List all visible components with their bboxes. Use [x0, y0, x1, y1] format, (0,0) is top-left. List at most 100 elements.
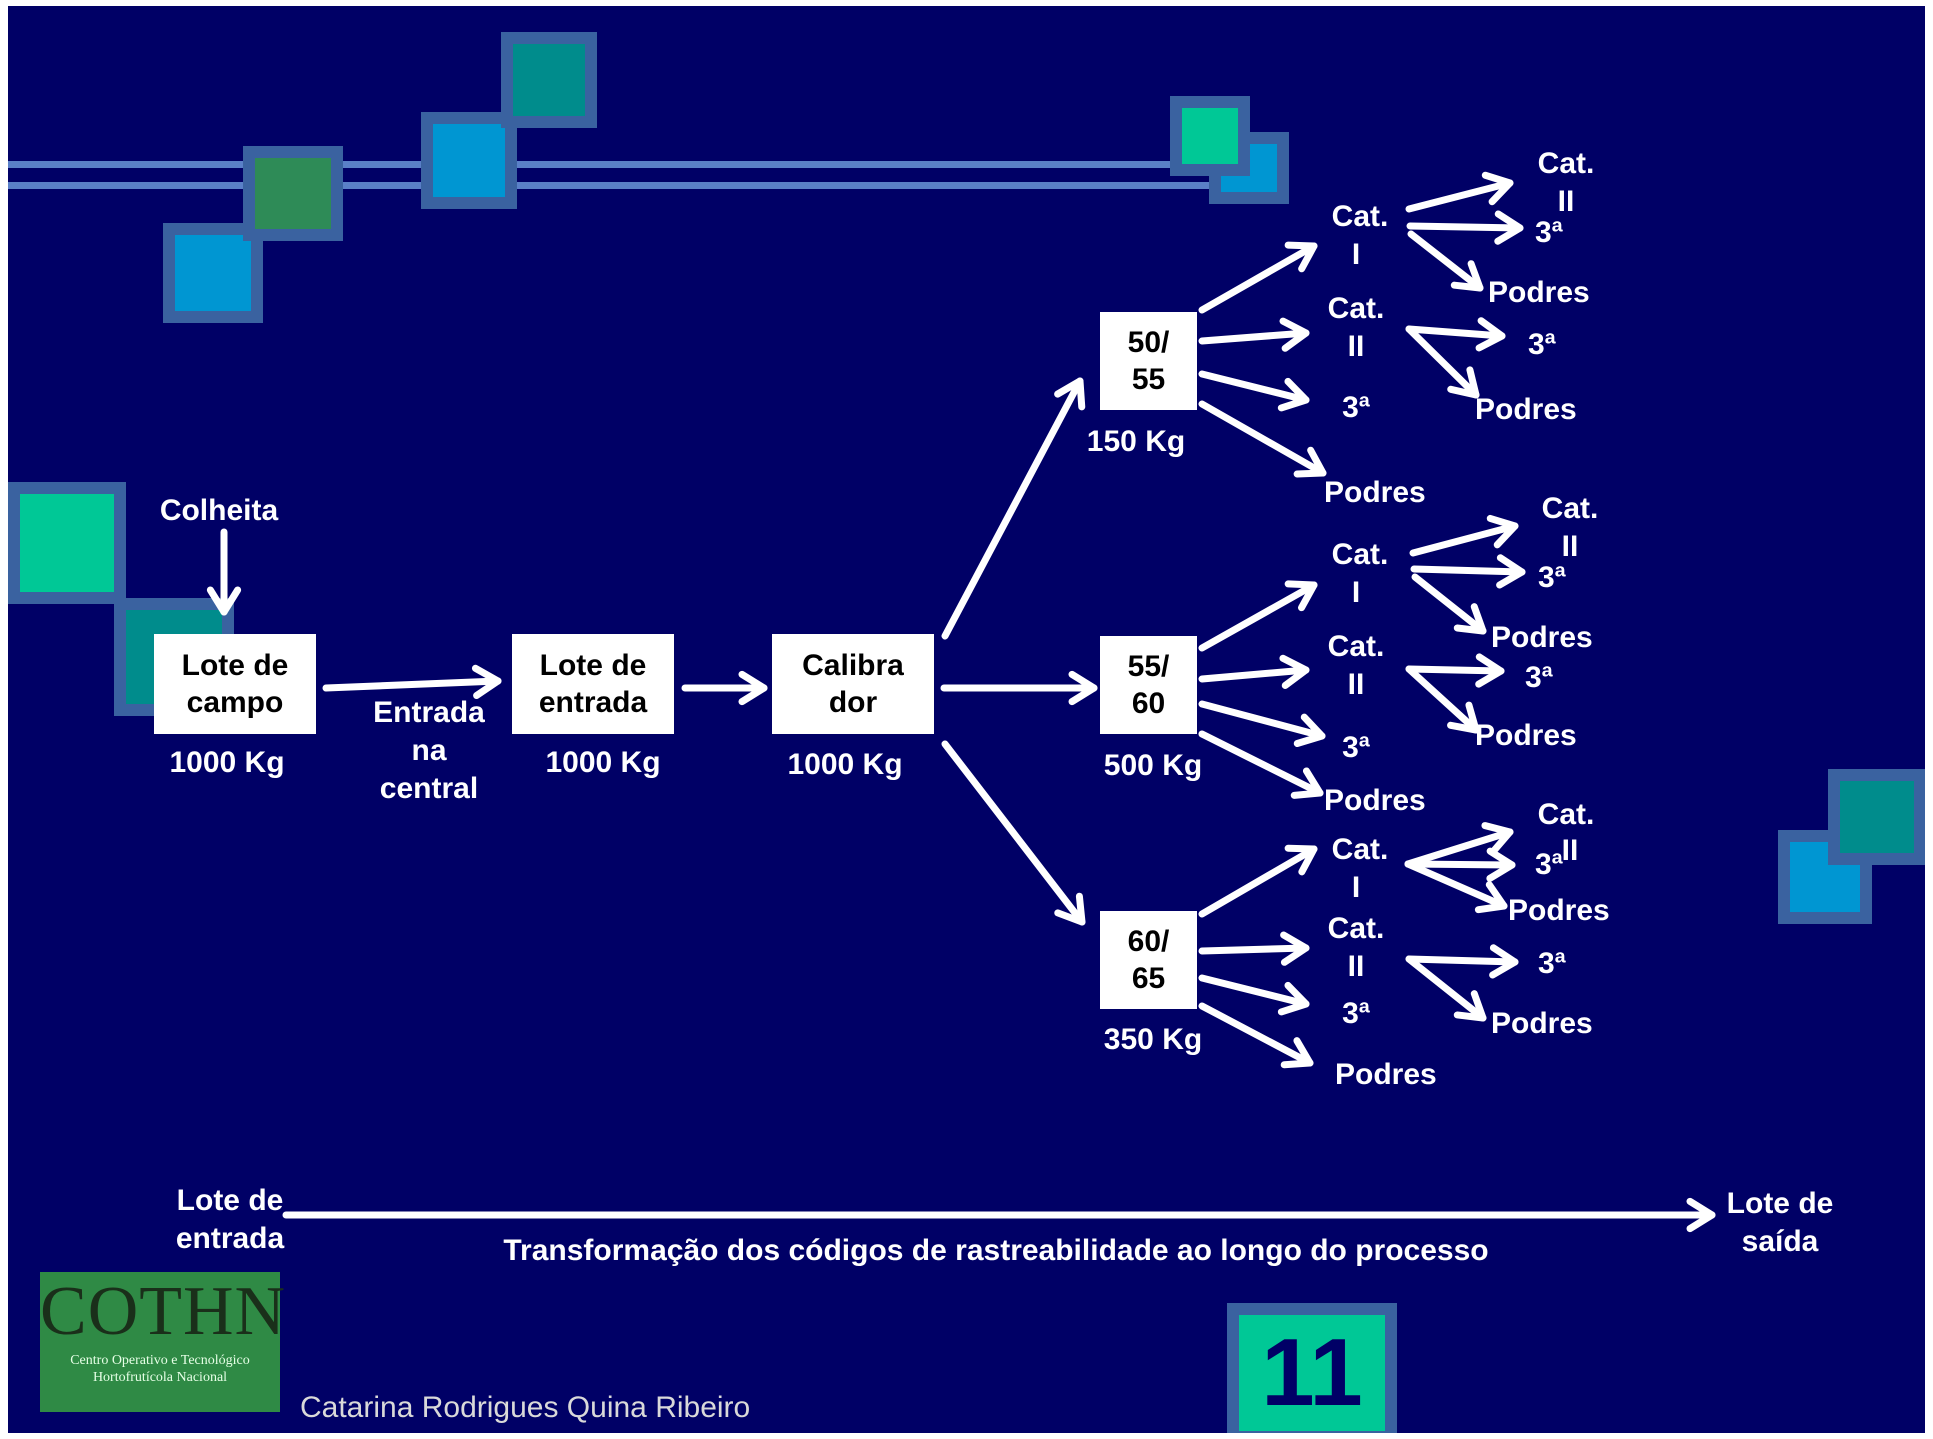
arrowhead	[1481, 822, 1514, 856]
arrowhead	[1453, 603, 1487, 635]
deco-square	[163, 223, 263, 323]
stage-box-line2: campo	[186, 686, 284, 719]
slide: Colheita Lote de campo 1000 Kg Entrada n…	[8, 6, 1925, 1433]
flow-arrow	[1198, 400, 1327, 477]
arrowhead	[1475, 317, 1506, 352]
third-label: 3ª	[1342, 391, 1370, 424]
deco-square	[243, 146, 343, 241]
cat2-label: II	[1561, 530, 1579, 563]
arrowhead	[206, 586, 242, 616]
arrowhead	[738, 670, 768, 706]
flow-arrow	[322, 677, 502, 692]
arrowhead	[1450, 260, 1484, 292]
stage-weight: 1000 Kg	[169, 746, 285, 779]
flow-arrow	[1198, 666, 1310, 683]
calibre-line1: 60/	[1127, 925, 1170, 958]
arrowhead	[1054, 377, 1086, 411]
rotten-label: Podres	[1508, 894, 1610, 927]
arrowhead	[1293, 446, 1327, 478]
arrowhead	[1686, 1197, 1716, 1233]
cat1-label: I	[1351, 871, 1361, 904]
arrowhead	[1447, 701, 1480, 734]
logo-subtitle-line1: Centro Operativo e Tecnológico	[70, 1353, 250, 1368]
author-name: Catarina Rodrigues Quina Ribeiro	[300, 1391, 751, 1424]
cat2-label: Cat.	[1541, 492, 1599, 525]
bottom-right-label: saída	[1741, 1225, 1819, 1258]
stage-box-line1: Lote de	[181, 649, 289, 682]
arrowhead	[1474, 881, 1508, 914]
arrowhead	[1279, 654, 1310, 689]
timeline-caption: Transformação dos códigos de rastreabili…	[503, 1234, 1489, 1267]
flow-arrow	[1405, 665, 1480, 734]
flow-arrow	[1410, 565, 1526, 576]
calibre-box-55-60: 55/ 60	[1100, 636, 1197, 734]
arrowhead	[1447, 366, 1480, 399]
third-label: 3ª	[1535, 216, 1563, 249]
start-label: Colheita	[159, 494, 279, 527]
calibre-line2: 65	[1131, 962, 1166, 995]
deco-square	[421, 112, 517, 209]
arrowhead	[471, 664, 502, 700]
flow-arrow	[1198, 329, 1310, 345]
bottom-left-label: entrada	[175, 1222, 285, 1255]
arrowhead	[1280, 1037, 1314, 1069]
cat2-label: Cat.	[1327, 292, 1385, 325]
flow-arrow	[1198, 730, 1324, 797]
deco-square	[1170, 96, 1250, 176]
third-label: 3ª	[1342, 731, 1370, 764]
cat1-label: I	[1351, 576, 1361, 609]
arrowhead	[1054, 892, 1086, 926]
rotten-label: Podres	[1475, 393, 1577, 426]
flow-arrow	[1404, 860, 1516, 869]
calibre-line2: 60	[1131, 687, 1166, 720]
cat2-label: II	[1347, 668, 1365, 701]
bottom-right-label: Lote de	[1726, 1187, 1834, 1220]
rotten-label: Podres	[1335, 1058, 1437, 1091]
arrowhead	[1284, 580, 1318, 612]
stage-box-line2: dor	[828, 686, 878, 719]
flow-arrow	[1198, 944, 1310, 955]
arrowhead	[1280, 931, 1310, 966]
third-label: 3ª	[1535, 848, 1563, 881]
arrowhead	[1277, 377, 1310, 412]
arrowhead	[1293, 713, 1326, 748]
arrowhead	[1494, 210, 1524, 245]
third-label: 3ª	[1538, 947, 1566, 980]
flow-arrow	[1198, 700, 1326, 740]
arrowhead	[1486, 847, 1516, 882]
arrowhead	[1453, 990, 1487, 1022]
flow-arrow	[941, 377, 1084, 640]
cat1-label: Cat.	[1331, 538, 1389, 571]
logo-subtitle-line2: Hortofrutícola Nacional	[92, 1370, 228, 1385]
cat2-label: Cat.	[1327, 630, 1385, 663]
cat1-label: Cat.	[1331, 200, 1389, 233]
deco-square	[8, 482, 126, 604]
stage-box-entry-lot: Lote de entrada	[512, 634, 674, 734]
stage-box-calibrator: Calibra dor	[772, 634, 934, 734]
calibre-weight: 150 Kg	[1086, 425, 1186, 458]
calibre-line2: 55	[1131, 363, 1166, 396]
flow-arrow	[1405, 179, 1514, 213]
flow-arrow	[1411, 573, 1487, 635]
arrowhead	[1068, 670, 1098, 706]
flow-arrow	[1198, 581, 1318, 652]
arrowhead	[1290, 767, 1324, 799]
arrowhead	[1481, 171, 1514, 206]
flow-arrow	[1405, 955, 1519, 966]
rotten-label: Podres	[1491, 1007, 1593, 1040]
arrowhead	[1284, 844, 1318, 876]
flow-arrow	[1409, 522, 1519, 557]
arrowhead	[1277, 981, 1310, 1016]
cat2-label: Cat.	[1327, 912, 1385, 945]
flow-arrow	[1407, 230, 1484, 292]
calibre-weight: 500 Kg	[1103, 749, 1203, 782]
cat2-label: Cat.	[1537, 798, 1595, 831]
transition-line3: central	[379, 772, 479, 805]
cat2-label: II	[1347, 330, 1365, 363]
flow-arrow	[941, 740, 1086, 926]
calibre-box-50-55: 50/ 55	[1100, 312, 1197, 410]
flow-arrows	[206, 171, 1716, 1233]
flow-arrow	[1198, 974, 1310, 1008]
rotten-label: Podres	[1475, 719, 1577, 752]
cat2-label: II	[1557, 185, 1575, 218]
